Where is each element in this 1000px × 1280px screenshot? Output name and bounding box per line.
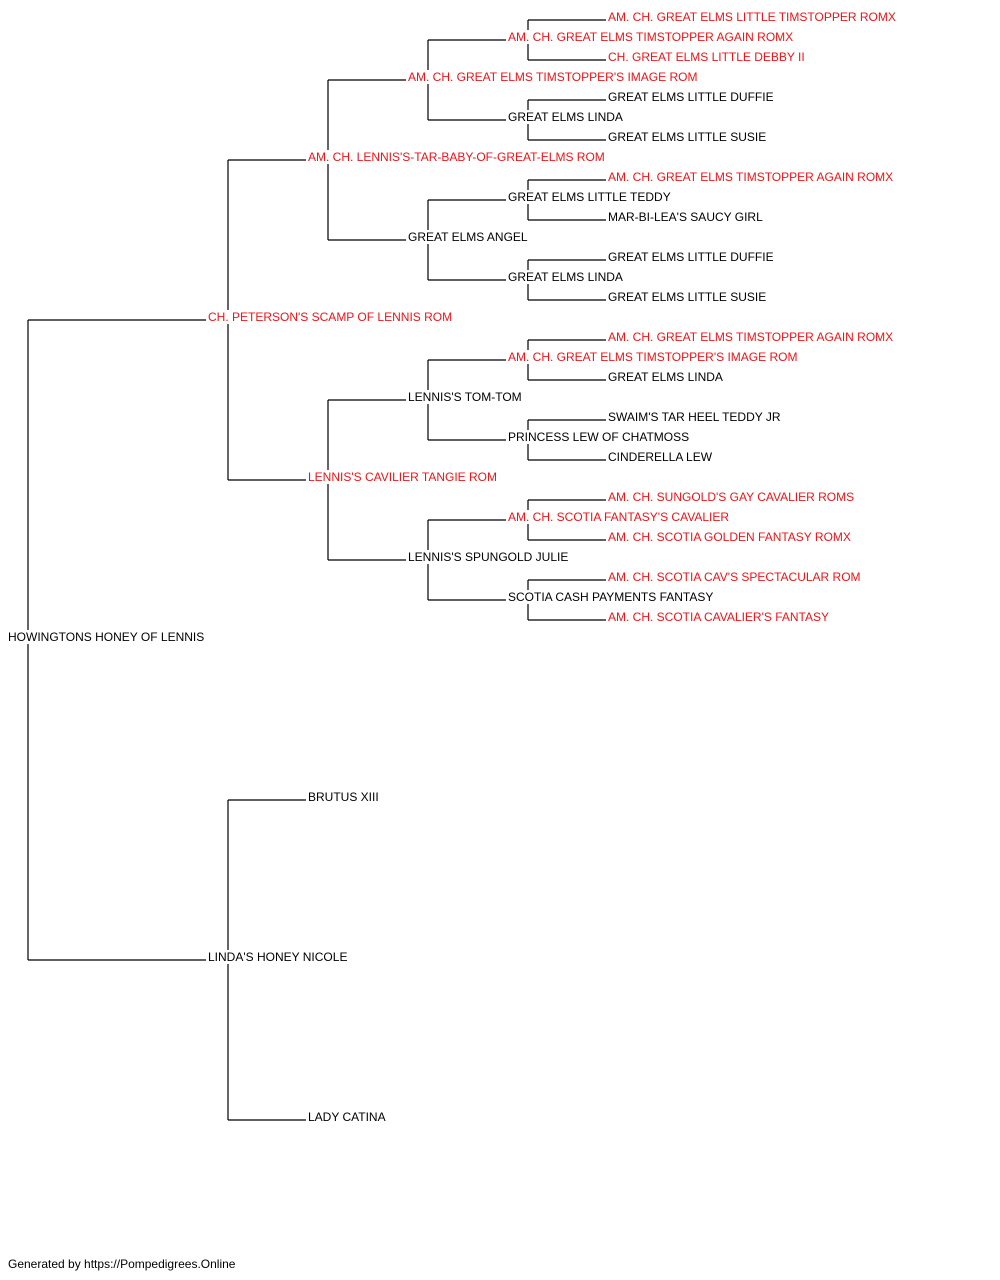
- ancestor-name: GREAT ELMS ANGEL: [408, 230, 528, 244]
- ancestor-name: AM. CH. GREAT ELMS TIMSTOPPER AGAIN ROMX: [608, 330, 894, 344]
- ancestor-name: GREAT ELMS LINDA: [608, 370, 723, 384]
- ancestor-name: AM. CH. SCOTIA FANTASY'S CAVALIER: [508, 510, 730, 524]
- ancestor-name: SCOTIA CASH PAYMENTS FANTASY: [508, 590, 714, 604]
- ancestor-name: LENNIS'S SPUNGOLD JULIE: [408, 550, 569, 564]
- ancestor-name: AM. CH. GREAT ELMS TIMSTOPPER AGAIN ROMX: [608, 170, 894, 184]
- ancestor-name: AM. CH. GREAT ELMS TIMSTOPPER AGAIN ROMX: [508, 30, 794, 44]
- ancestor-name: GREAT ELMS LITTLE TEDDY: [508, 190, 671, 204]
- ancestor-name: AM. CH. GREAT ELMS LITTLE TIMSTOPPER ROM…: [608, 10, 896, 24]
- ancestor-name: GREAT ELMS LITTLE SUSIE: [608, 290, 767, 304]
- ancestor-name: CH. PETERSON'S SCAMP OF LENNIS ROM: [208, 310, 453, 324]
- ancestor-name: MAR-BI-LEA'S SAUCY GIRL: [608, 210, 763, 224]
- ancestor-name: LENNIS'S TOM-TOM: [408, 390, 522, 404]
- ancestor-name: AM. CH. SCOTIA CAVALIER'S FANTASY: [608, 610, 830, 624]
- ancestor-name: GREAT ELMS LINDA: [508, 110, 623, 124]
- footer-credit: Generated by https://Pompedigrees.Online: [8, 1257, 236, 1271]
- ancestor-name: PRINCESS LEW OF CHATMOSS: [508, 430, 690, 444]
- ancestor-name: SWAIM'S TAR HEEL TEDDY JR: [608, 410, 781, 424]
- subject-name: HOWINGTONS HONEY OF LENNIS: [8, 630, 205, 644]
- ancestor-name: AM. CH. GREAT ELMS TIMSTOPPER'S IMAGE RO…: [508, 350, 798, 364]
- ancestor-name: GREAT ELMS LITTLE DUFFIE: [608, 250, 774, 264]
- ancestor-name: AM. CH. LENNIS'S-TAR-BABY-OF-GREAT-ELMS …: [308, 150, 605, 164]
- ancestor-name: AM. CH. SCOTIA CAV'S SPECTACULAR ROM: [608, 570, 861, 584]
- ancestor-name: CINDERELLA LEW: [608, 450, 713, 464]
- ancestor-name: LINDA'S HONEY NICOLE: [208, 950, 348, 964]
- ancestor-name: AM. CH. SCOTIA GOLDEN FANTASY ROMX: [608, 530, 851, 544]
- ancestor-name: GREAT ELMS LITTLE SUSIE: [608, 130, 767, 144]
- ancestor-name: GREAT ELMS LITTLE DUFFIE: [608, 90, 774, 104]
- ancestor-name: AM. CH. GREAT ELMS TIMSTOPPER'S IMAGE RO…: [408, 70, 698, 84]
- ancestor-name: LADY CATINA: [308, 1110, 386, 1124]
- ancestor-name: CH. GREAT ELMS LITTLE DEBBY II: [608, 50, 805, 64]
- ancestor-name: AM. CH. SUNGOLD'S GAY CAVALIER ROMS: [608, 490, 855, 504]
- ancestor-name: GREAT ELMS LINDA: [508, 270, 623, 284]
- ancestor-name: LENNIS'S CAVILIER TANGIE ROM: [308, 470, 497, 484]
- ancestor-name: BRUTUS XIII: [308, 790, 379, 804]
